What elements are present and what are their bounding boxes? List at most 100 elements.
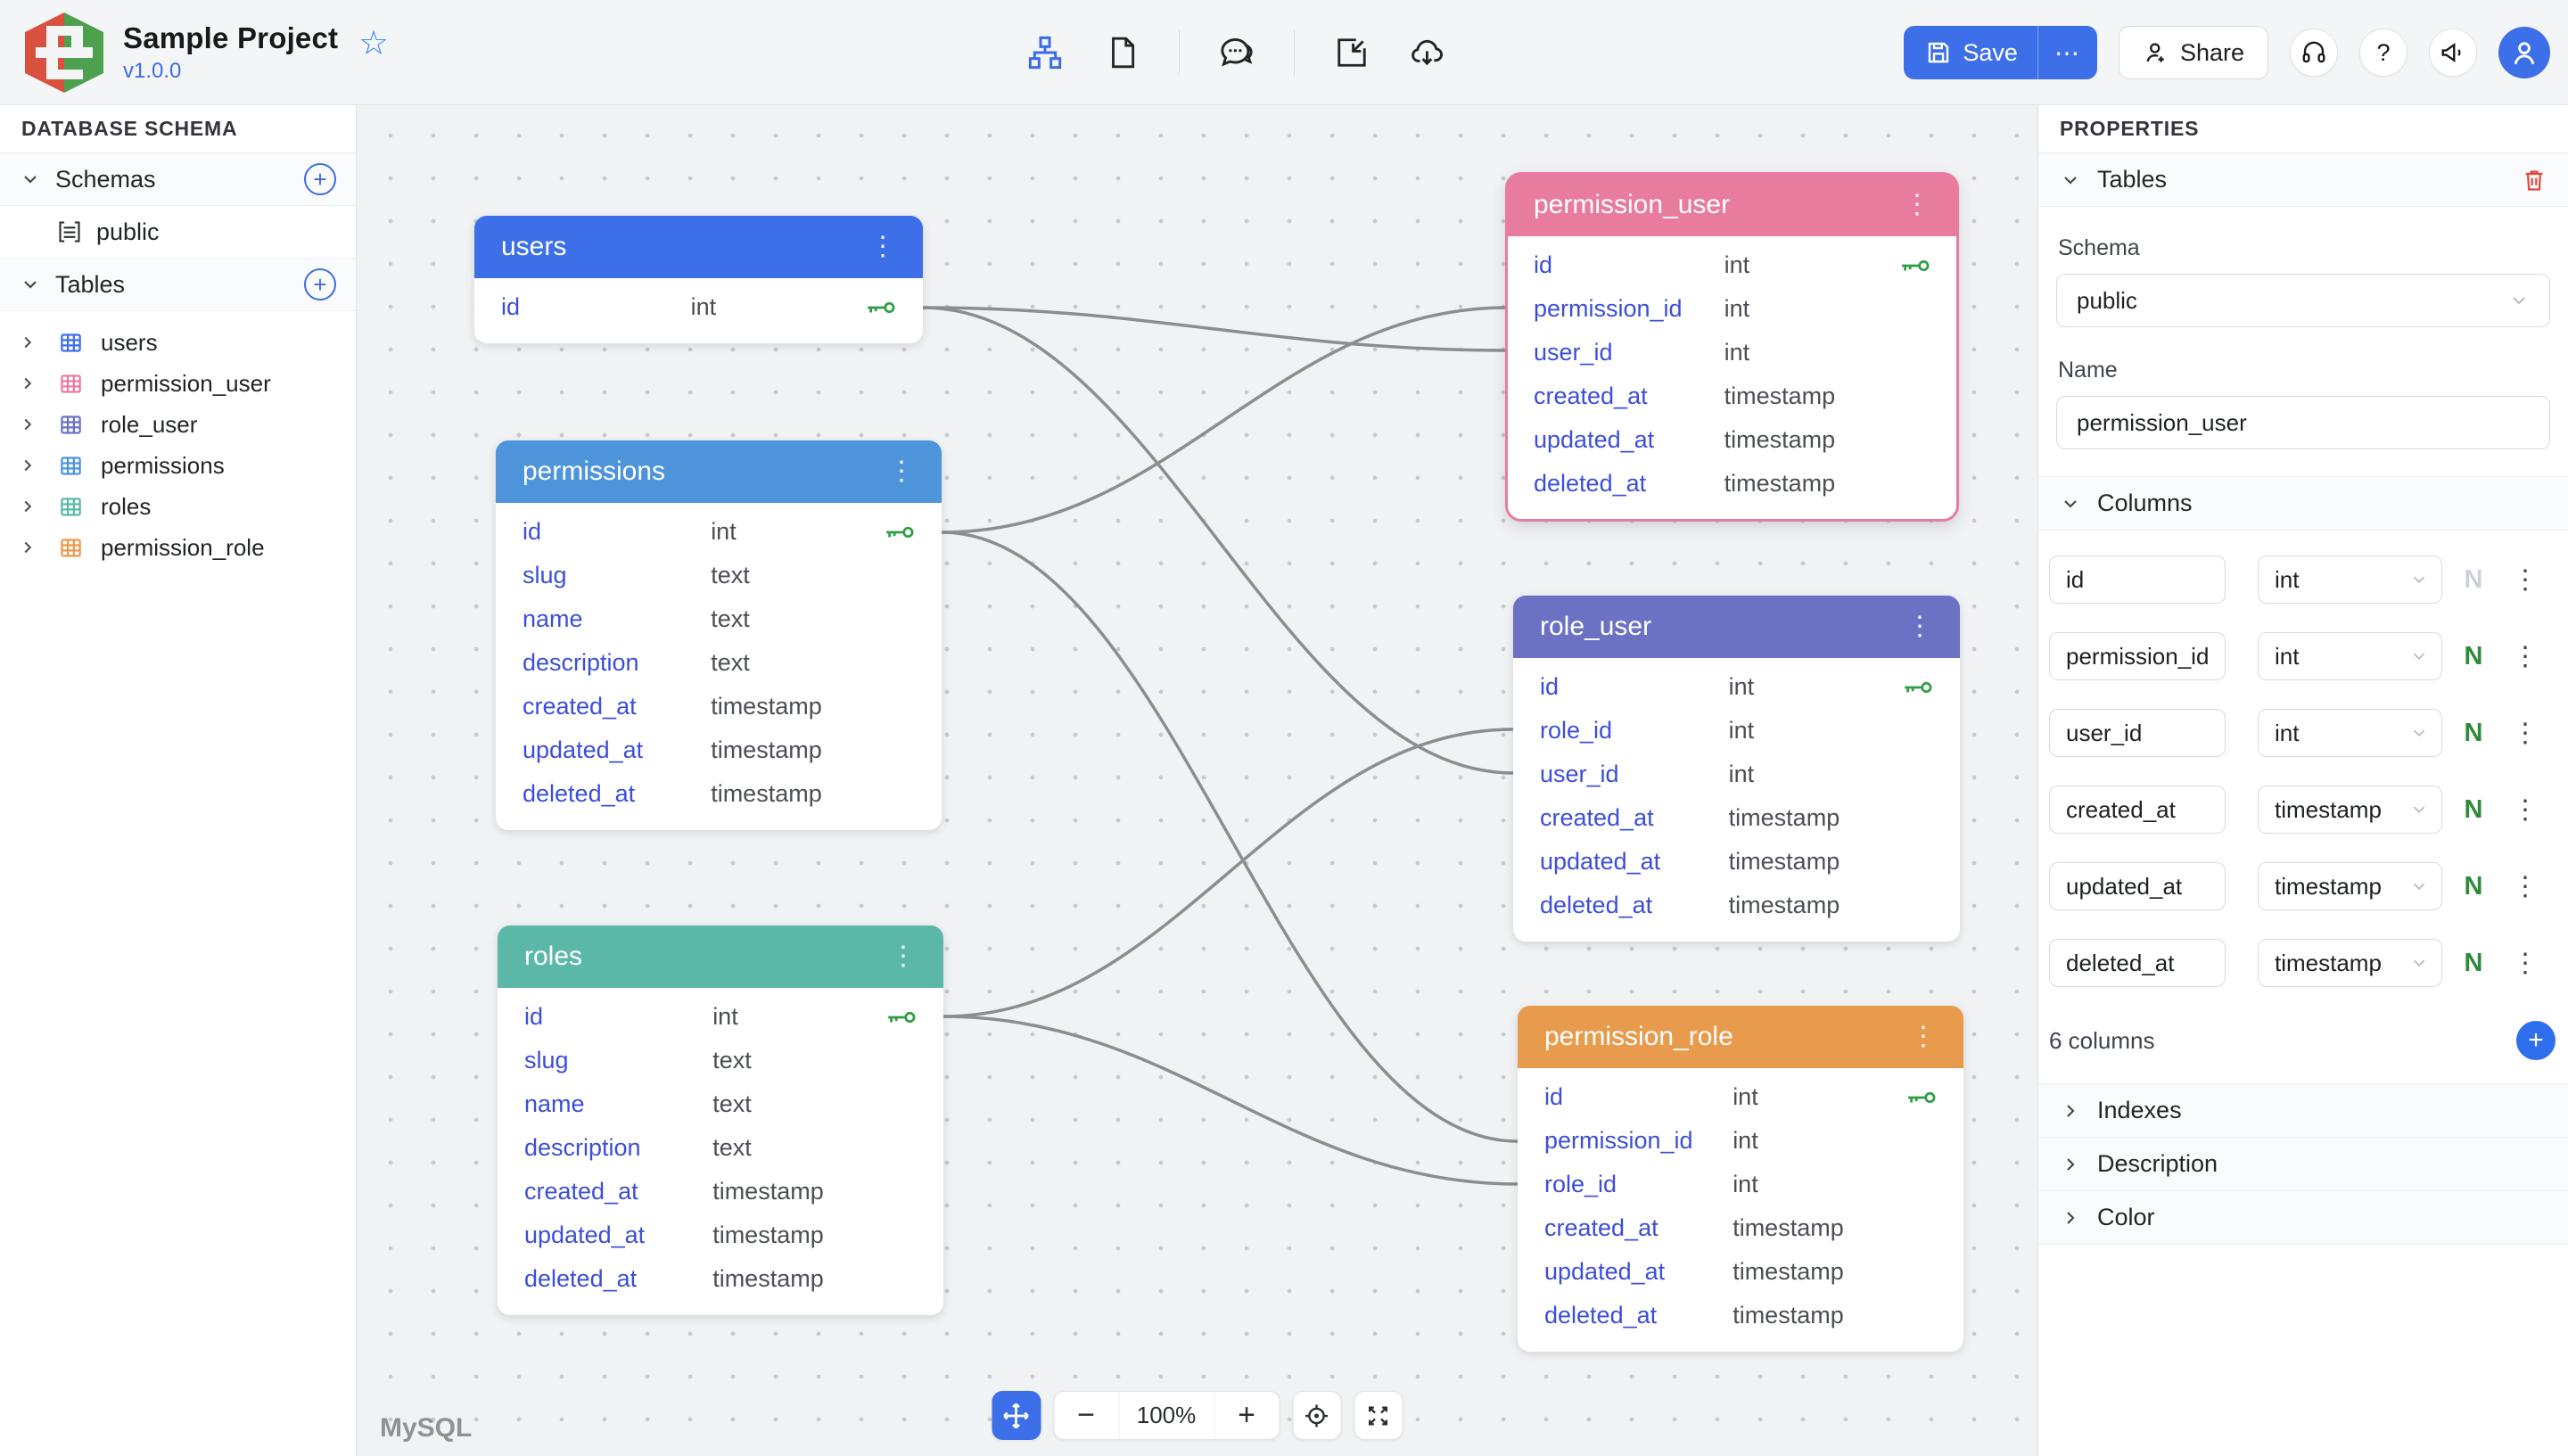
table-header[interactable]: roles⋮ xyxy=(498,925,943,988)
sidebar-item-permission_user[interactable]: permission_user xyxy=(0,363,356,404)
fullscreen-button[interactable] xyxy=(1354,1391,1403,1440)
column-name-input[interactable]: created_at xyxy=(2049,786,2226,834)
file-icon[interactable] xyxy=(1102,33,1141,72)
relationship-roles.id-role_user.role_id[interactable] xyxy=(942,728,1515,1018)
add-schema-button[interactable]: + xyxy=(304,163,336,195)
tables-section-header[interactable]: Tables xyxy=(2038,153,2568,207)
import-icon[interactable] xyxy=(1332,33,1371,72)
kebab-menu-icon[interactable]: ⋮ xyxy=(1906,612,1933,641)
sidebar-item-permissions[interactable]: permissions xyxy=(0,445,356,486)
share-button[interactable]: Share xyxy=(2118,26,2268,79)
zoom-out-button[interactable]: − xyxy=(1077,1398,1095,1432)
column-type-select[interactable]: int xyxy=(2258,555,2442,604)
section-header-color[interactable]: Color xyxy=(2038,1191,2568,1245)
column-name-input[interactable]: deleted_at xyxy=(2049,939,2226,987)
help-button[interactable]: ? xyxy=(2359,29,2408,77)
sidebar-item-roles[interactable]: roles xyxy=(0,486,356,527)
kebab-menu-icon[interactable]: ⋮ xyxy=(1904,190,1930,219)
pan-tool-button[interactable] xyxy=(992,1391,1041,1440)
nullable-toggle[interactable]: N xyxy=(2464,794,2483,824)
cloud-download-icon[interactable] xyxy=(1409,33,1448,72)
save-button[interactable]: Save xyxy=(1904,26,2037,79)
diagram-icon[interactable] xyxy=(1025,33,1065,72)
save-more-button[interactable]: ⋯ xyxy=(2054,38,2081,67)
kebab-menu-icon[interactable]: ⋮ xyxy=(869,232,896,261)
table-header[interactable]: permission_role⋮ xyxy=(1518,1006,1963,1068)
support-button[interactable] xyxy=(2290,29,2338,77)
kebab-menu-icon[interactable]: ⋮ xyxy=(2512,718,2539,748)
locate-button[interactable] xyxy=(1292,1391,1341,1440)
column-type-select[interactable]: timestamp xyxy=(2258,939,2442,987)
nullable-toggle[interactable]: N xyxy=(2464,718,2483,747)
column-name-input[interactable]: updated_at xyxy=(2049,862,2226,910)
sidebar-item-users[interactable]: users xyxy=(0,322,356,363)
delete-table-icon[interactable] xyxy=(2522,168,2547,193)
relationship-roles.id-permission_role.role_id[interactable] xyxy=(942,1015,1519,1186)
relationship-permissions.id-permission_user.permission_id[interactable] xyxy=(940,306,1509,534)
kebab-menu-icon[interactable]: ⋮ xyxy=(2512,564,2539,595)
table-header[interactable]: users⋮ xyxy=(474,216,923,278)
sidebar-item-role_user[interactable]: role_user xyxy=(0,404,356,445)
add-table-button[interactable]: + xyxy=(304,268,336,300)
zoom-in-button[interactable]: + xyxy=(1238,1398,1255,1432)
nullable-toggle[interactable]: N xyxy=(2464,871,2483,901)
announcements-button[interactable] xyxy=(2429,29,2477,77)
columns-section-header[interactable]: Columns xyxy=(2038,477,2568,531)
user-avatar[interactable] xyxy=(2498,27,2550,78)
nullable-toggle[interactable]: N xyxy=(2464,948,2483,977)
schema-item-public[interactable]: public xyxy=(0,206,356,259)
column-name-input[interactable]: permission_id xyxy=(2049,632,2226,680)
nullable-toggle[interactable]: N xyxy=(2464,564,2483,594)
star-icon[interactable]: ☆ xyxy=(358,25,390,62)
table-header[interactable]: role_user⋮ xyxy=(1513,596,1960,658)
tables-group-row[interactable]: Tables + xyxy=(0,259,356,311)
column-type-select[interactable]: int xyxy=(2258,632,2442,680)
add-column-button[interactable]: + xyxy=(2516,1021,2556,1060)
table-header[interactable]: permissions⋮ xyxy=(496,440,942,503)
kebab-menu-icon[interactable]: ⋮ xyxy=(2512,641,2539,671)
relationship-permissions.id-permission_role.permission_id[interactable] xyxy=(940,531,1519,1143)
column-type-select[interactable]: int xyxy=(2258,709,2442,757)
schema-select[interactable]: public xyxy=(2056,274,2550,327)
section-header-indexes[interactable]: Indexes xyxy=(2038,1084,2568,1138)
zoom-level[interactable]: 100% xyxy=(1118,1392,1214,1439)
sidebar-item-permission_role[interactable]: permission_role xyxy=(0,527,356,568)
kebab-menu-icon[interactable]: ⋮ xyxy=(890,942,917,971)
kebab-menu-icon[interactable]: ⋮ xyxy=(1910,1022,1937,1051)
column-type-select[interactable]: timestamp xyxy=(2258,786,2442,834)
table-header[interactable]: permission_user⋮ xyxy=(1507,174,1957,236)
column-name-input[interactable]: id xyxy=(2049,555,2226,604)
column-type-select[interactable]: timestamp xyxy=(2258,862,2442,910)
kebab-menu-icon[interactable]: ⋮ xyxy=(2512,948,2539,978)
